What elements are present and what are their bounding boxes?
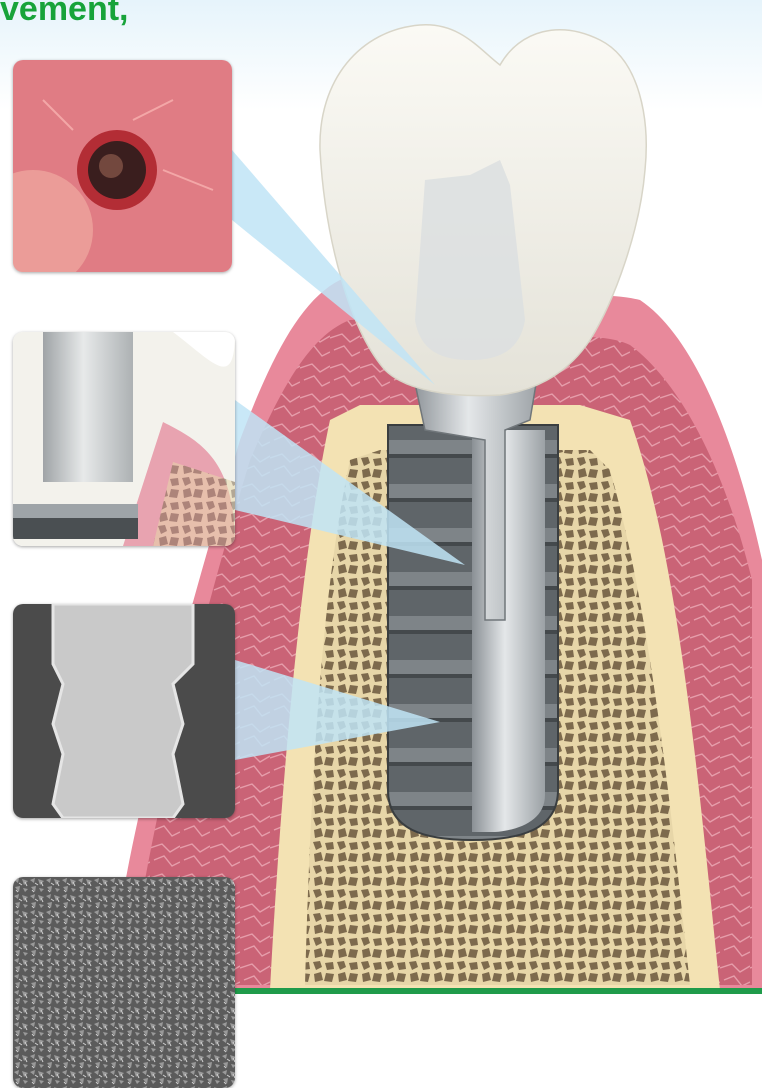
inset-gum-opening — [13, 60, 232, 272]
inset-thread-profile — [13, 604, 235, 818]
baseline-rule — [235, 988, 762, 994]
implant-section — [472, 430, 545, 832]
inset-surface-texture — [13, 877, 235, 1088]
crown-core — [415, 160, 525, 360]
inset-abutment-junction — [13, 332, 235, 546]
